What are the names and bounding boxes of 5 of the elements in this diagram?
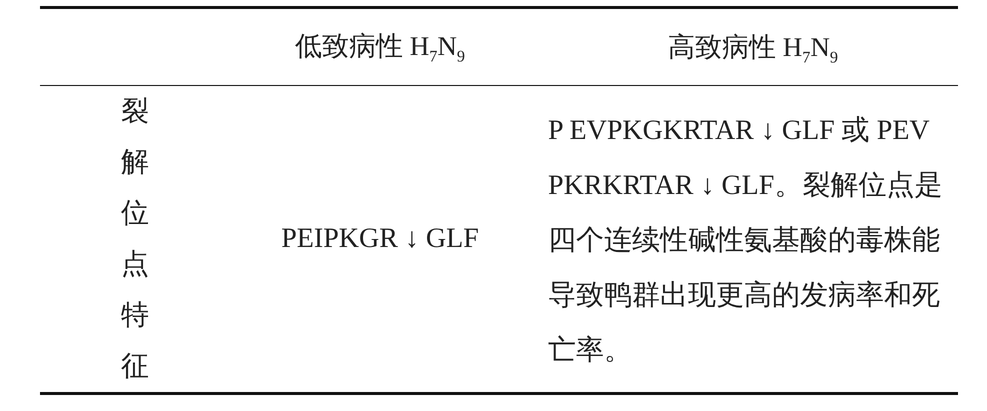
description-text: P EVPKGKRTAR ↓ GLF 或 PEVPKRKRTAR ↓ GLF。裂解位点是四个连续性碱性氨基酸的毒株能导致鸭群出现更高的发病率和死亡率。 bbox=[548, 114, 944, 368]
column-header: 高致病性 H$_{7}$N$_{9}$ bbox=[668, 32, 838, 62]
sequence-text: PEIPKGR ↓ GLF bbox=[281, 223, 479, 254]
column-header: 低致病性 H$_{7}$N$_{9}$ bbox=[295, 30, 465, 61]
row-header: 裂解位点特征 bbox=[120, 95, 150, 384]
